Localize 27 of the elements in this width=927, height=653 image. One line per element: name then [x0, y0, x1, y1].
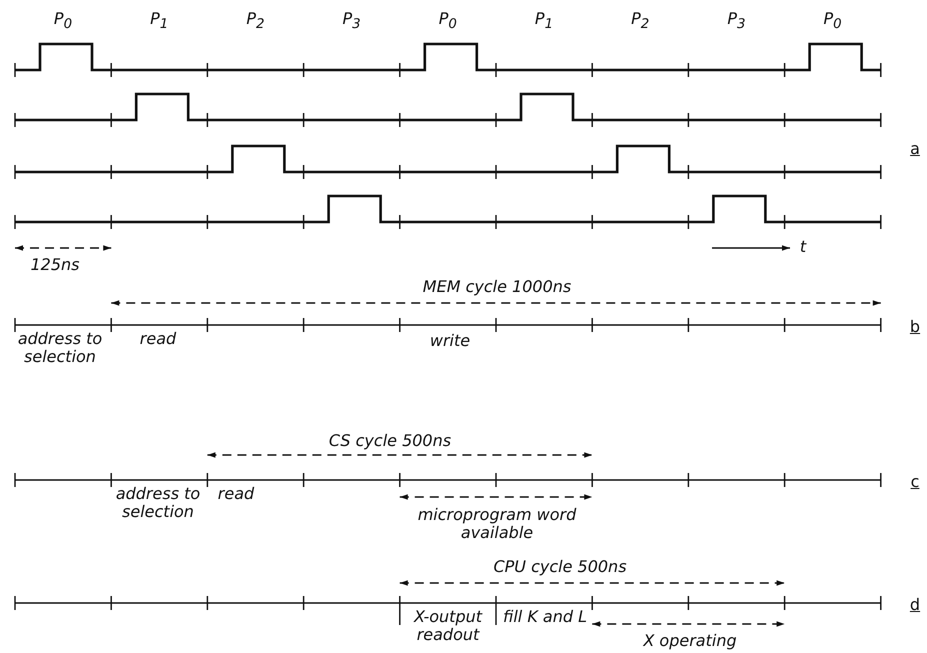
pulse-label: P$_{3}$ — [342, 10, 361, 34]
pulse-label: P$_{2}$ — [631, 10, 650, 34]
phase-label: address to selection — [114, 485, 202, 521]
pulse-label: P$_{0}$ — [54, 10, 72, 34]
cycle-label: CPU cycle 500ns — [493, 558, 627, 576]
cycle-label: CS cycle 500ns — [328, 432, 452, 450]
phase-label: read — [218, 485, 254, 503]
axis-label: t — [800, 238, 806, 256]
pulse-label: P$_{1}$ — [534, 10, 554, 34]
phase-label: read — [140, 330, 176, 348]
duration-label: 125ns — [30, 256, 80, 274]
pulse-label: P$_{2}$ — [246, 10, 264, 34]
row-label: c — [910, 473, 920, 491]
cycle-label: MEM cycle 1000ns — [422, 278, 572, 296]
pulse-label: P$_{0}$ — [438, 10, 457, 34]
row-label: d — [910, 596, 920, 614]
phase-label: X operating — [643, 632, 737, 650]
phase-label: X-output readout — [412, 608, 484, 644]
phase-label: write — [430, 332, 470, 350]
phase-label: microprogram word available — [416, 506, 578, 542]
pulse-label: P$_{3}$ — [727, 10, 746, 34]
phase-label: fill K and L — [502, 608, 588, 626]
row-label: a — [910, 140, 920, 158]
pulse-label: P$_{0}$ — [824, 10, 842, 34]
phase-label: address to selection — [16, 330, 104, 366]
pulse-label: P$_{1}$ — [150, 10, 168, 34]
row-label: b — [910, 318, 920, 336]
